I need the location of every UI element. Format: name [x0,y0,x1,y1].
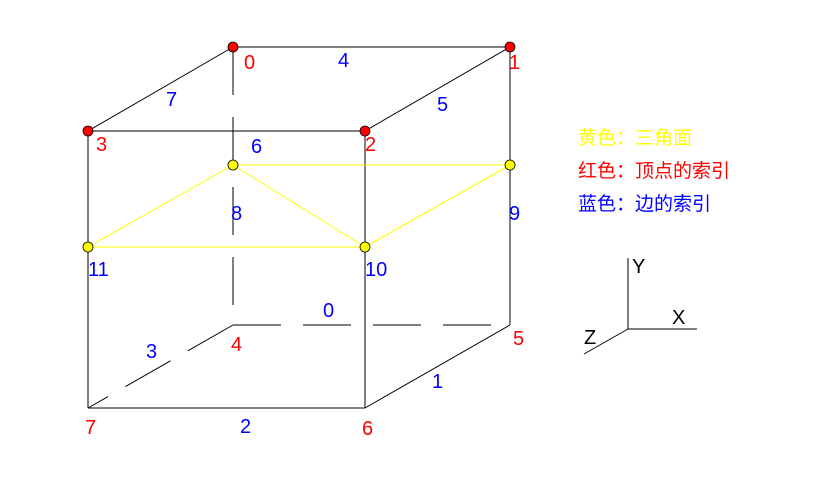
vertex-label-3: 3 [96,134,107,156]
legend: 黄色：三角面 红色：顶点的索引 蓝色：边的索引 [578,122,730,221]
vertex-label-1: 1 [509,52,520,74]
legend-triangle: 黄色：三角面 [578,127,693,149]
axis-y-label: Y [632,256,645,278]
edge-label-7: 7 [166,89,177,111]
edge-label-3: 3 [146,341,157,363]
vertex-dot-9 [504,159,516,171]
edge-top-right [364,46,511,132]
edge-label-0: 0 [323,300,334,322]
vertex-label-2: 2 [365,134,376,156]
vertex-dot-3 [82,125,94,137]
triangle-faces [87,164,512,248]
edge-label-6: 6 [251,136,262,158]
axis-z-line [583,328,629,355]
edge-label-4: 4 [338,50,349,72]
axis-gizmo [583,258,697,355]
edge-label-9: 9 [509,203,520,225]
vertex-label-0: 0 [244,52,255,74]
legend-vertex: 红色：顶点的索引 [578,160,731,182]
edge-label-2: 2 [240,416,251,438]
vertex-dot-11 [82,241,94,253]
vertex-label-4: 4 [231,334,242,356]
edge-labels: 0 1 2 3 4 5 6 7 8 9 10 11 [88,50,520,438]
vertex-dot-1 [504,41,516,53]
vertex-dot-0 [227,41,239,53]
triangle-diagonal-right [364,164,511,248]
vertex-label-5: 5 [513,328,524,350]
edge-bottom-right [364,324,511,409]
vertex-label-10: 10 [365,259,387,281]
vertex-label-11: 11 [88,259,109,281]
vertex-labels: 0 1 2 3 4 5 6 7 [85,52,524,440]
vertex-label-7: 7 [85,417,96,439]
edge-top-left [87,46,234,132]
cube-edges [87,46,511,409]
legend-edge: 蓝色：边的索引 [578,193,712,215]
axis-z-label: Z [584,327,596,349]
vertex-dot-2 [359,125,371,137]
hidden-edges [87,47,510,409]
vertex-dot-mid-back-left [227,159,239,171]
vertex-dot-10 [359,241,371,253]
triangle-diagonal-left [232,164,366,248]
edge-label-1: 1 [432,371,443,393]
edge-label-8: 8 [231,203,242,225]
vertex-dots [82,41,516,253]
axis-x-label: X [672,307,685,329]
edge-bottom-left [87,324,234,409]
edge-label-5: 5 [437,94,448,116]
vertex-label-6: 6 [362,418,373,440]
